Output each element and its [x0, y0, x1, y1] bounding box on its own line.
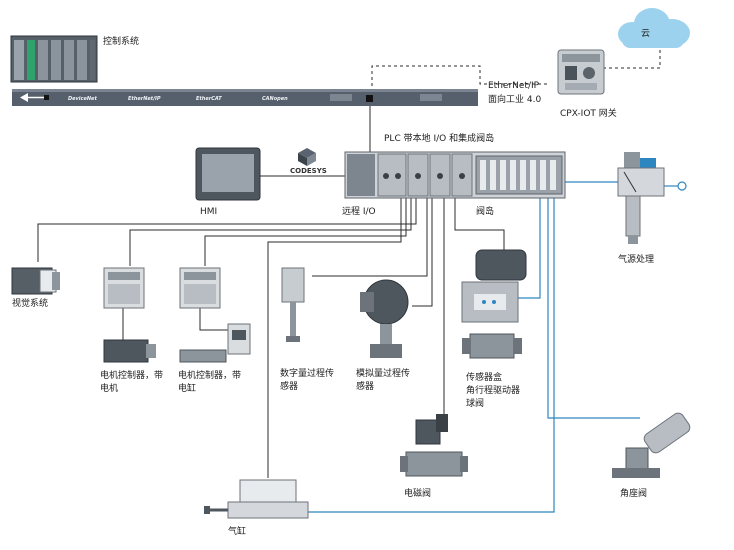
sensor-box-line3: 球阀	[466, 397, 484, 409]
electric-cylinder-device	[179, 323, 251, 363]
solenoid-valve-device	[400, 414, 468, 477]
analog-sensor-line1: 模拟量过程传	[356, 367, 410, 379]
sensor-box-line2: 角行程驱动器	[466, 384, 520, 396]
control-system-label: 控制系统	[103, 35, 139, 47]
valve-island-label: 阀岛	[476, 205, 494, 217]
ethernet-ip-label: EtherNet/IP	[488, 81, 540, 91]
sensor-box-line1: 传感器盒	[466, 371, 502, 383]
servo-motor-device	[103, 339, 156, 363]
angle-seat-valve-label: 角座阀	[620, 487, 647, 499]
digital-sensor-line1: 数字量过程传	[280, 367, 334, 379]
bus-logo-2	[420, 94, 442, 101]
motor-controller-1-device	[103, 267, 145, 309]
analog-process-sensor-device	[360, 279, 409, 358]
bus-logo-1	[330, 94, 352, 101]
cylinder-label: 气缸	[228, 525, 246, 537]
air-preparation-device	[617, 152, 665, 244]
angle-seat-valve-device	[612, 412, 691, 478]
pneumatic-cylinder-device	[204, 479, 309, 519]
remote-io-label: 远程 I/O	[342, 206, 376, 217]
motor-ctrl-2-line1: 电机控制器，带	[178, 369, 241, 381]
cloud-icon	[618, 8, 690, 48]
sensor-box-actuator-valve-device	[461, 249, 527, 359]
hmi-device	[195, 147, 261, 201]
industry40-label: 面向工业 4.0	[488, 93, 541, 105]
control-system-device	[10, 35, 98, 83]
cpx-iot-gateway-device	[557, 49, 605, 95]
plc-label: PLC 带本地 I/O 和集成阀岛	[384, 132, 494, 144]
fieldbus-bar: DeviceNet EtherNet/IP EtherCAT CANopen	[12, 89, 478, 106]
cloud-label: 云	[641, 29, 650, 39]
electrical-wires	[37, 48, 661, 478]
digital-sensor-line2: 感器	[280, 380, 298, 392]
bus-protocol-ethercat: EtherCAT	[196, 96, 222, 102]
hmi-label: HMI	[200, 207, 217, 217]
motor-ctrl-1-line2: 电机	[100, 382, 118, 394]
motor-ctrl-1-line1: 电机控制器，带	[100, 369, 163, 381]
motor-controller-2-device	[179, 267, 221, 309]
air-supply-port-icon	[677, 181, 687, 191]
cpx-iot-label: CPX-IOT 网关	[560, 107, 617, 119]
motor-ctrl-2-line2: 电缸	[178, 382, 196, 394]
solenoid-valve-label: 电磁阀	[404, 487, 431, 499]
plc-valve-terminal-device	[344, 151, 566, 199]
bus-protocol-devicenet: DeviceNet	[68, 96, 97, 102]
vision-system-device	[11, 267, 60, 295]
codesys-label: CODESYS	[290, 167, 327, 175]
bus-protocol-canopen: CANopen	[262, 96, 288, 102]
arrow-left-icon	[20, 93, 28, 102]
pneumatic-lines	[308, 181, 678, 513]
analog-sensor-line2: 感器	[356, 380, 374, 392]
vision-system-label: 视觉系统	[12, 297, 48, 309]
codesys-logo	[298, 148, 316, 166]
digital-process-sensor-device	[281, 267, 305, 342]
bus-protocol-ethernetip: EtherNet/IP	[128, 96, 161, 102]
air-prep-label: 气源处理	[618, 253, 654, 265]
